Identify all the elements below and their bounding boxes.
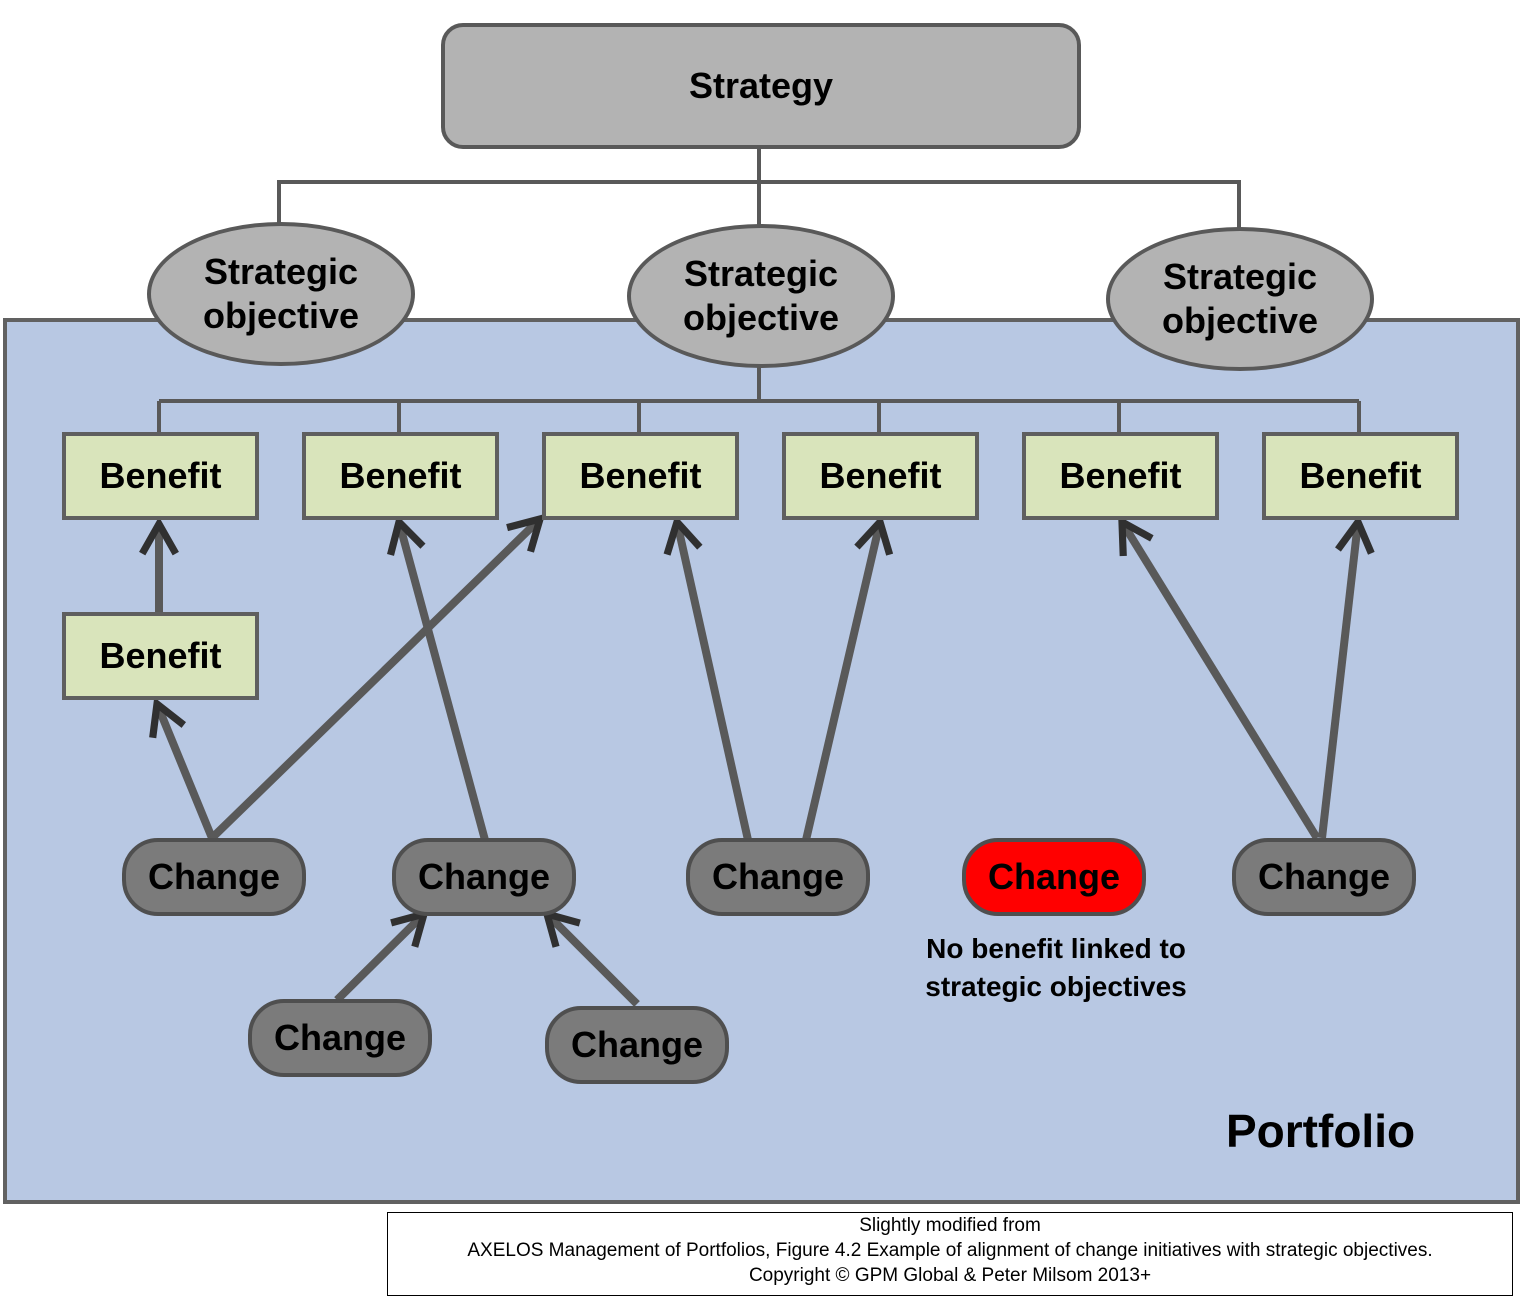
- change-initiative: Change: [392, 838, 576, 916]
- note-line1: No benefit linked to: [926, 933, 1186, 964]
- strategy-box: Strategy: [441, 23, 1081, 149]
- caption-line1: Slightly modified from: [859, 1215, 1041, 1236]
- benefit-box: Benefit: [302, 432, 499, 520]
- objective-label-line1: Strategic: [683, 253, 839, 294]
- note-line2: strategic objectives: [925, 971, 1187, 1002]
- hierarchy-connectors: [157, 145, 1361, 432]
- change-initiative: Change: [686, 838, 870, 916]
- change-initiative: Change: [122, 838, 306, 916]
- arrow-change-to-change: [541, 908, 640, 1007]
- benefit-box: Benefit: [62, 612, 259, 700]
- arrow-change-to-benefit: [802, 514, 894, 841]
- change-initiative: Change: [545, 1006, 729, 1084]
- portfolio-label: Portfolio: [1226, 1105, 1416, 1157]
- arrow-change-to-benefit: [1318, 514, 1375, 839]
- objective-bus: [277, 180, 1241, 229]
- objective-label-line1: Strategic: [1162, 256, 1318, 297]
- arrow-change-to-benefit: [1118, 515, 1321, 841]
- objective-label-line1: Strategic: [203, 251, 359, 292]
- source-caption: Slightly modified from AXELOS Management…: [387, 1212, 1513, 1296]
- objective-label-line2: objective: [682, 297, 840, 338]
- contribution-arrows: [139, 513, 1375, 1007]
- arrow-change-to-benefit: [209, 513, 546, 841]
- benefit-box: Benefit: [1022, 432, 1219, 520]
- arrow-change-to-change: [334, 908, 430, 1003]
- caption-line3: Copyright © GPM Global & Peter Milsom 20…: [748, 1265, 1152, 1286]
- change-initiative: Change: [1232, 838, 1416, 916]
- benefit-box: Benefit: [62, 432, 259, 520]
- benefit-box: Benefit: [542, 432, 739, 520]
- objective-label-line2: objective: [1161, 300, 1319, 341]
- change-initiative: Change: [248, 999, 432, 1077]
- benefit-box: Benefit: [1262, 432, 1459, 520]
- unlinked-change-note: No benefit linked to strategic objective…: [898, 930, 1214, 1006]
- objective-label-line2: objective: [202, 295, 360, 336]
- benefit-box: Benefit: [782, 432, 979, 520]
- caption-line2: AXELOS Management of Portfolios, Figure …: [467, 1240, 1433, 1261]
- arrow-change-to-benefit: [149, 697, 216, 840]
- arrow-change-to-benefit: [387, 514, 489, 842]
- arrow-change-to-benefit: [663, 514, 752, 841]
- unlinked-change-initiative: Change: [962, 838, 1146, 916]
